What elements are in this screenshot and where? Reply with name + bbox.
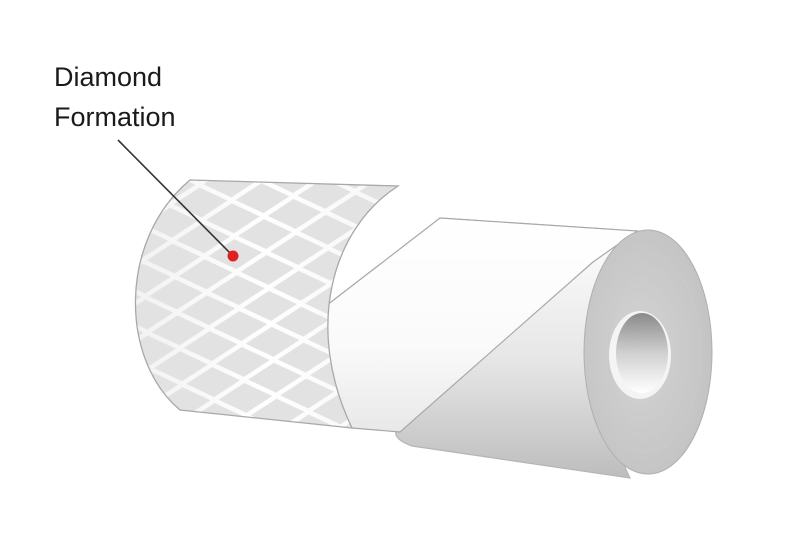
callout-leader-line — [117, 139, 234, 257]
callout-label-line1: Diamond — [54, 62, 163, 92]
callout-label-line2: Formation — [54, 102, 176, 132]
callout-marker-dot — [227, 250, 239, 262]
